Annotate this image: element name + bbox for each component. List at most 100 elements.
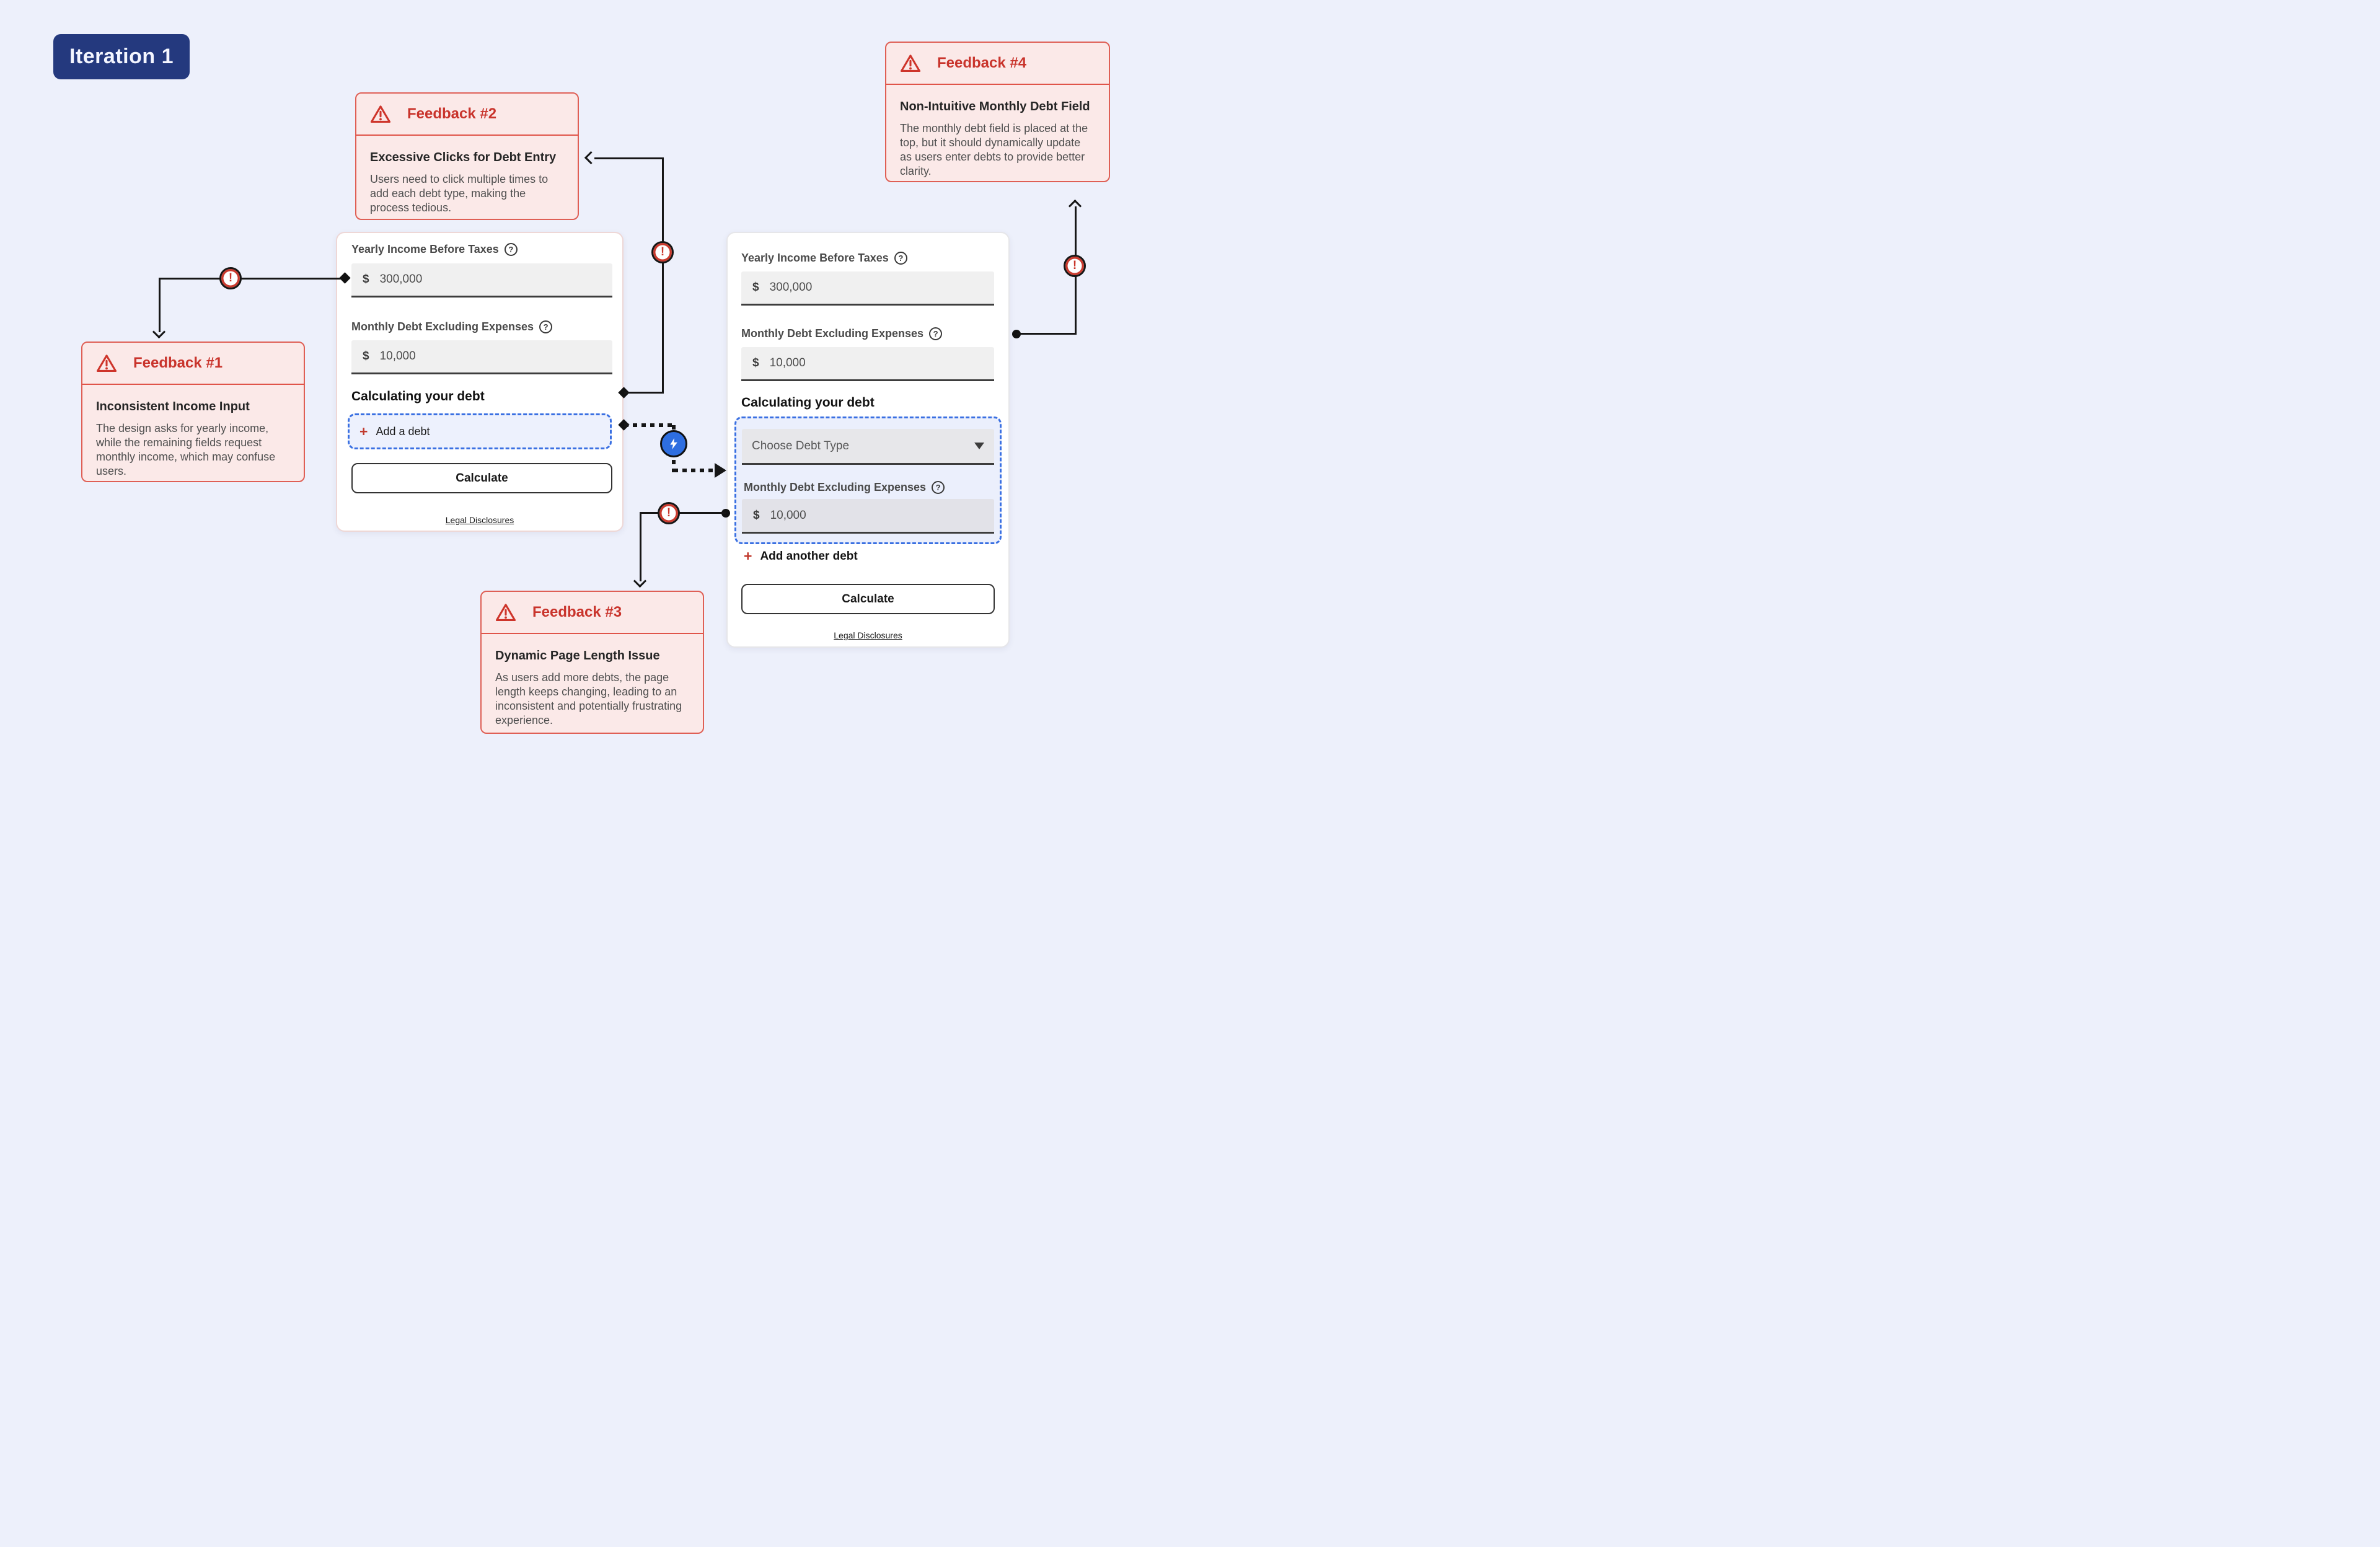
connector-feedback1-vertical xyxy=(159,278,161,332)
warning-icon xyxy=(495,603,516,621)
yearly-income-input-right[interactable]: $ 300,000 xyxy=(741,271,994,306)
legal-disclosures-link-left[interactable]: Legal Disclosures xyxy=(336,515,624,525)
warning-icon xyxy=(900,54,921,72)
lightning-icon xyxy=(660,430,687,457)
inner-monthly-debt-label-text: Monthly Debt Excluding Expenses xyxy=(744,481,927,493)
exclamation-badge: ! xyxy=(1064,255,1086,277)
exclamation-glyph: ! xyxy=(660,245,665,258)
dollar-sign: $ xyxy=(753,508,760,522)
iteration-badge-label: Iteration 1 xyxy=(69,45,174,68)
arrowhead-down-icon xyxy=(633,574,647,588)
iteration-diagram: Iteration 1 Feedback #1 Inconsistent Inc… xyxy=(0,0,1190,774)
monthly-debt-label-text: Monthly Debt Excluding Expenses xyxy=(741,327,924,340)
iteration-badge: Iteration 1 xyxy=(53,34,190,79)
monthly-debt-label-text: Monthly Debt Excluding Expenses xyxy=(351,320,534,333)
help-icon[interactable]: ? xyxy=(539,320,553,333)
monthly-debt-input-right[interactable]: $ 10,000 xyxy=(741,347,994,381)
plus-icon: + xyxy=(359,423,368,439)
dollar-sign: $ xyxy=(363,273,369,286)
feedback-1-title: Feedback #1 xyxy=(133,355,223,371)
choose-debt-type-placeholder: Choose Debt Type xyxy=(752,439,850,452)
choose-debt-type-select[interactable]: Choose Debt Type xyxy=(742,429,994,465)
dot-endpoint xyxy=(721,509,730,518)
monthly-debt-label-right: Monthly Debt Excluding Expenses ? xyxy=(741,327,943,340)
help-icon[interactable]: ? xyxy=(932,481,945,494)
connector-feedback4-horizontal xyxy=(1016,333,1077,335)
connector-feedback2-vertical xyxy=(662,157,664,394)
feedback-4-heading: Non-Intuitive Monthly Debt Field xyxy=(900,100,1090,113)
monthly-debt-input-left[interactable]: $ 10,000 xyxy=(351,340,612,374)
feedback-4-text: The monthly debt field is placed at the … xyxy=(900,122,1088,178)
calculate-button-left[interactable]: Calculate xyxy=(351,463,612,493)
dotted-connector-horizontal-bottom xyxy=(674,469,717,472)
dollar-sign: $ xyxy=(752,356,759,369)
arrowhead-down-icon xyxy=(152,325,166,339)
connector-feedback3-horizontal xyxy=(640,512,726,514)
add-another-debt-button[interactable]: + Add another debt xyxy=(744,549,858,563)
legal-disclosures-text: Legal Disclosures xyxy=(445,515,514,525)
feedback-4-title: Feedback #4 xyxy=(937,55,1027,71)
arrowhead-up-icon xyxy=(1068,199,1082,213)
feedback-1-header: Feedback #1 xyxy=(82,343,304,385)
feedback-2-body: Excessive Clicks for Debt Entry Users ne… xyxy=(356,136,578,215)
arrowhead-left-icon xyxy=(584,151,598,165)
add-a-debt-label: Add a debt xyxy=(376,425,430,438)
feedback-2-title: Feedback #2 xyxy=(407,105,497,122)
feedback-1-body: Inconsistent Income Input The design ask… xyxy=(82,385,304,478)
calculate-label: Calculate xyxy=(842,592,894,606)
help-icon[interactable]: ? xyxy=(929,327,943,340)
feedback-3-header: Feedback #3 xyxy=(482,592,703,634)
help-icon[interactable]: ? xyxy=(894,252,907,265)
help-icon[interactable]: ? xyxy=(504,243,518,256)
feedback-3-text: As users add more debts, the page length… xyxy=(495,671,682,727)
yearly-income-label-text: Yearly Income Before Taxes xyxy=(741,252,889,264)
feedback-card-2: Feedback #2 Excessive Clicks for Debt En… xyxy=(355,92,579,220)
feedback-3-title: Feedback #3 xyxy=(532,604,622,620)
monthly-debt-value: 10,000 xyxy=(769,356,806,369)
inner-monthly-debt-value: 10,000 xyxy=(770,508,806,522)
dotted-connector-horizontal-top xyxy=(624,423,675,427)
calculate-label: Calculate xyxy=(456,471,508,485)
feedback-card-1: Feedback #1 Inconsistent Income Input Th… xyxy=(81,342,305,482)
feedback-3-body: Dynamic Page Length Issue As users add m… xyxy=(482,634,703,728)
caret-down-icon xyxy=(974,443,984,449)
calculate-button-right[interactable]: Calculate xyxy=(741,584,995,614)
dollar-sign: $ xyxy=(752,281,759,294)
feedback-1-heading: Inconsistent Income Input xyxy=(96,400,250,413)
exclamation-badge: ! xyxy=(658,502,680,524)
arrowhead-right-icon xyxy=(715,463,726,478)
yearly-income-input-left[interactable]: $ 300,000 xyxy=(351,263,612,298)
feedback-4-body: Non-Intuitive Monthly Debt Field The mon… xyxy=(886,85,1109,178)
legal-disclosures-text: Legal Disclosures xyxy=(834,630,902,640)
yearly-income-value: 300,000 xyxy=(769,281,813,294)
dollar-sign: $ xyxy=(363,350,369,363)
section-heading-right: Calculating your debt xyxy=(741,395,875,410)
yearly-income-label-right: Yearly Income Before Taxes ? xyxy=(741,252,907,265)
feedback-4-header: Feedback #4 xyxy=(886,43,1109,85)
feedback-2-text: Users need to click multiple times to ad… xyxy=(370,173,549,214)
exclamation-glyph: ! xyxy=(666,506,671,519)
feedback-card-4: Feedback #4 Non-Intuitive Monthly Debt F… xyxy=(885,42,1110,182)
feedback-1-text: The design asks for yearly income, while… xyxy=(96,422,276,478)
connector-feedback2-horizontal-top xyxy=(594,157,664,159)
warning-icon xyxy=(96,354,117,372)
feedback-2-header: Feedback #2 xyxy=(356,94,578,136)
warning-icon xyxy=(370,105,391,123)
feedback-2-heading: Excessive Clicks for Debt Entry xyxy=(370,151,557,164)
exclamation-badge: ! xyxy=(651,241,674,263)
connector-feedback1-horizontal xyxy=(159,278,345,280)
add-a-debt-button[interactable]: + Add a debt xyxy=(348,413,612,449)
yearly-income-label-text: Yearly Income Before Taxes xyxy=(351,243,499,255)
yearly-income-label-left: Yearly Income Before Taxes ? xyxy=(351,243,518,256)
monthly-debt-label-left: Monthly Debt Excluding Expenses ? xyxy=(351,320,553,333)
monthly-debt-value: 10,000 xyxy=(379,350,416,363)
plus-icon: + xyxy=(744,548,752,564)
legal-disclosures-link-right[interactable]: Legal Disclosures xyxy=(726,630,1010,640)
exclamation-glyph: ! xyxy=(1072,259,1077,272)
inner-monthly-debt-input[interactable]: $ 10,000 xyxy=(742,499,994,534)
feedback-card-3: Feedback #3 Dynamic Page Length Issue As… xyxy=(480,591,704,734)
exclamation-glyph: ! xyxy=(228,271,233,284)
inner-monthly-debt-label: Monthly Debt Excluding Expenses ? xyxy=(744,481,945,494)
yearly-income-value: 300,000 xyxy=(379,273,423,286)
section-heading-left: Calculating your debt xyxy=(351,389,485,403)
